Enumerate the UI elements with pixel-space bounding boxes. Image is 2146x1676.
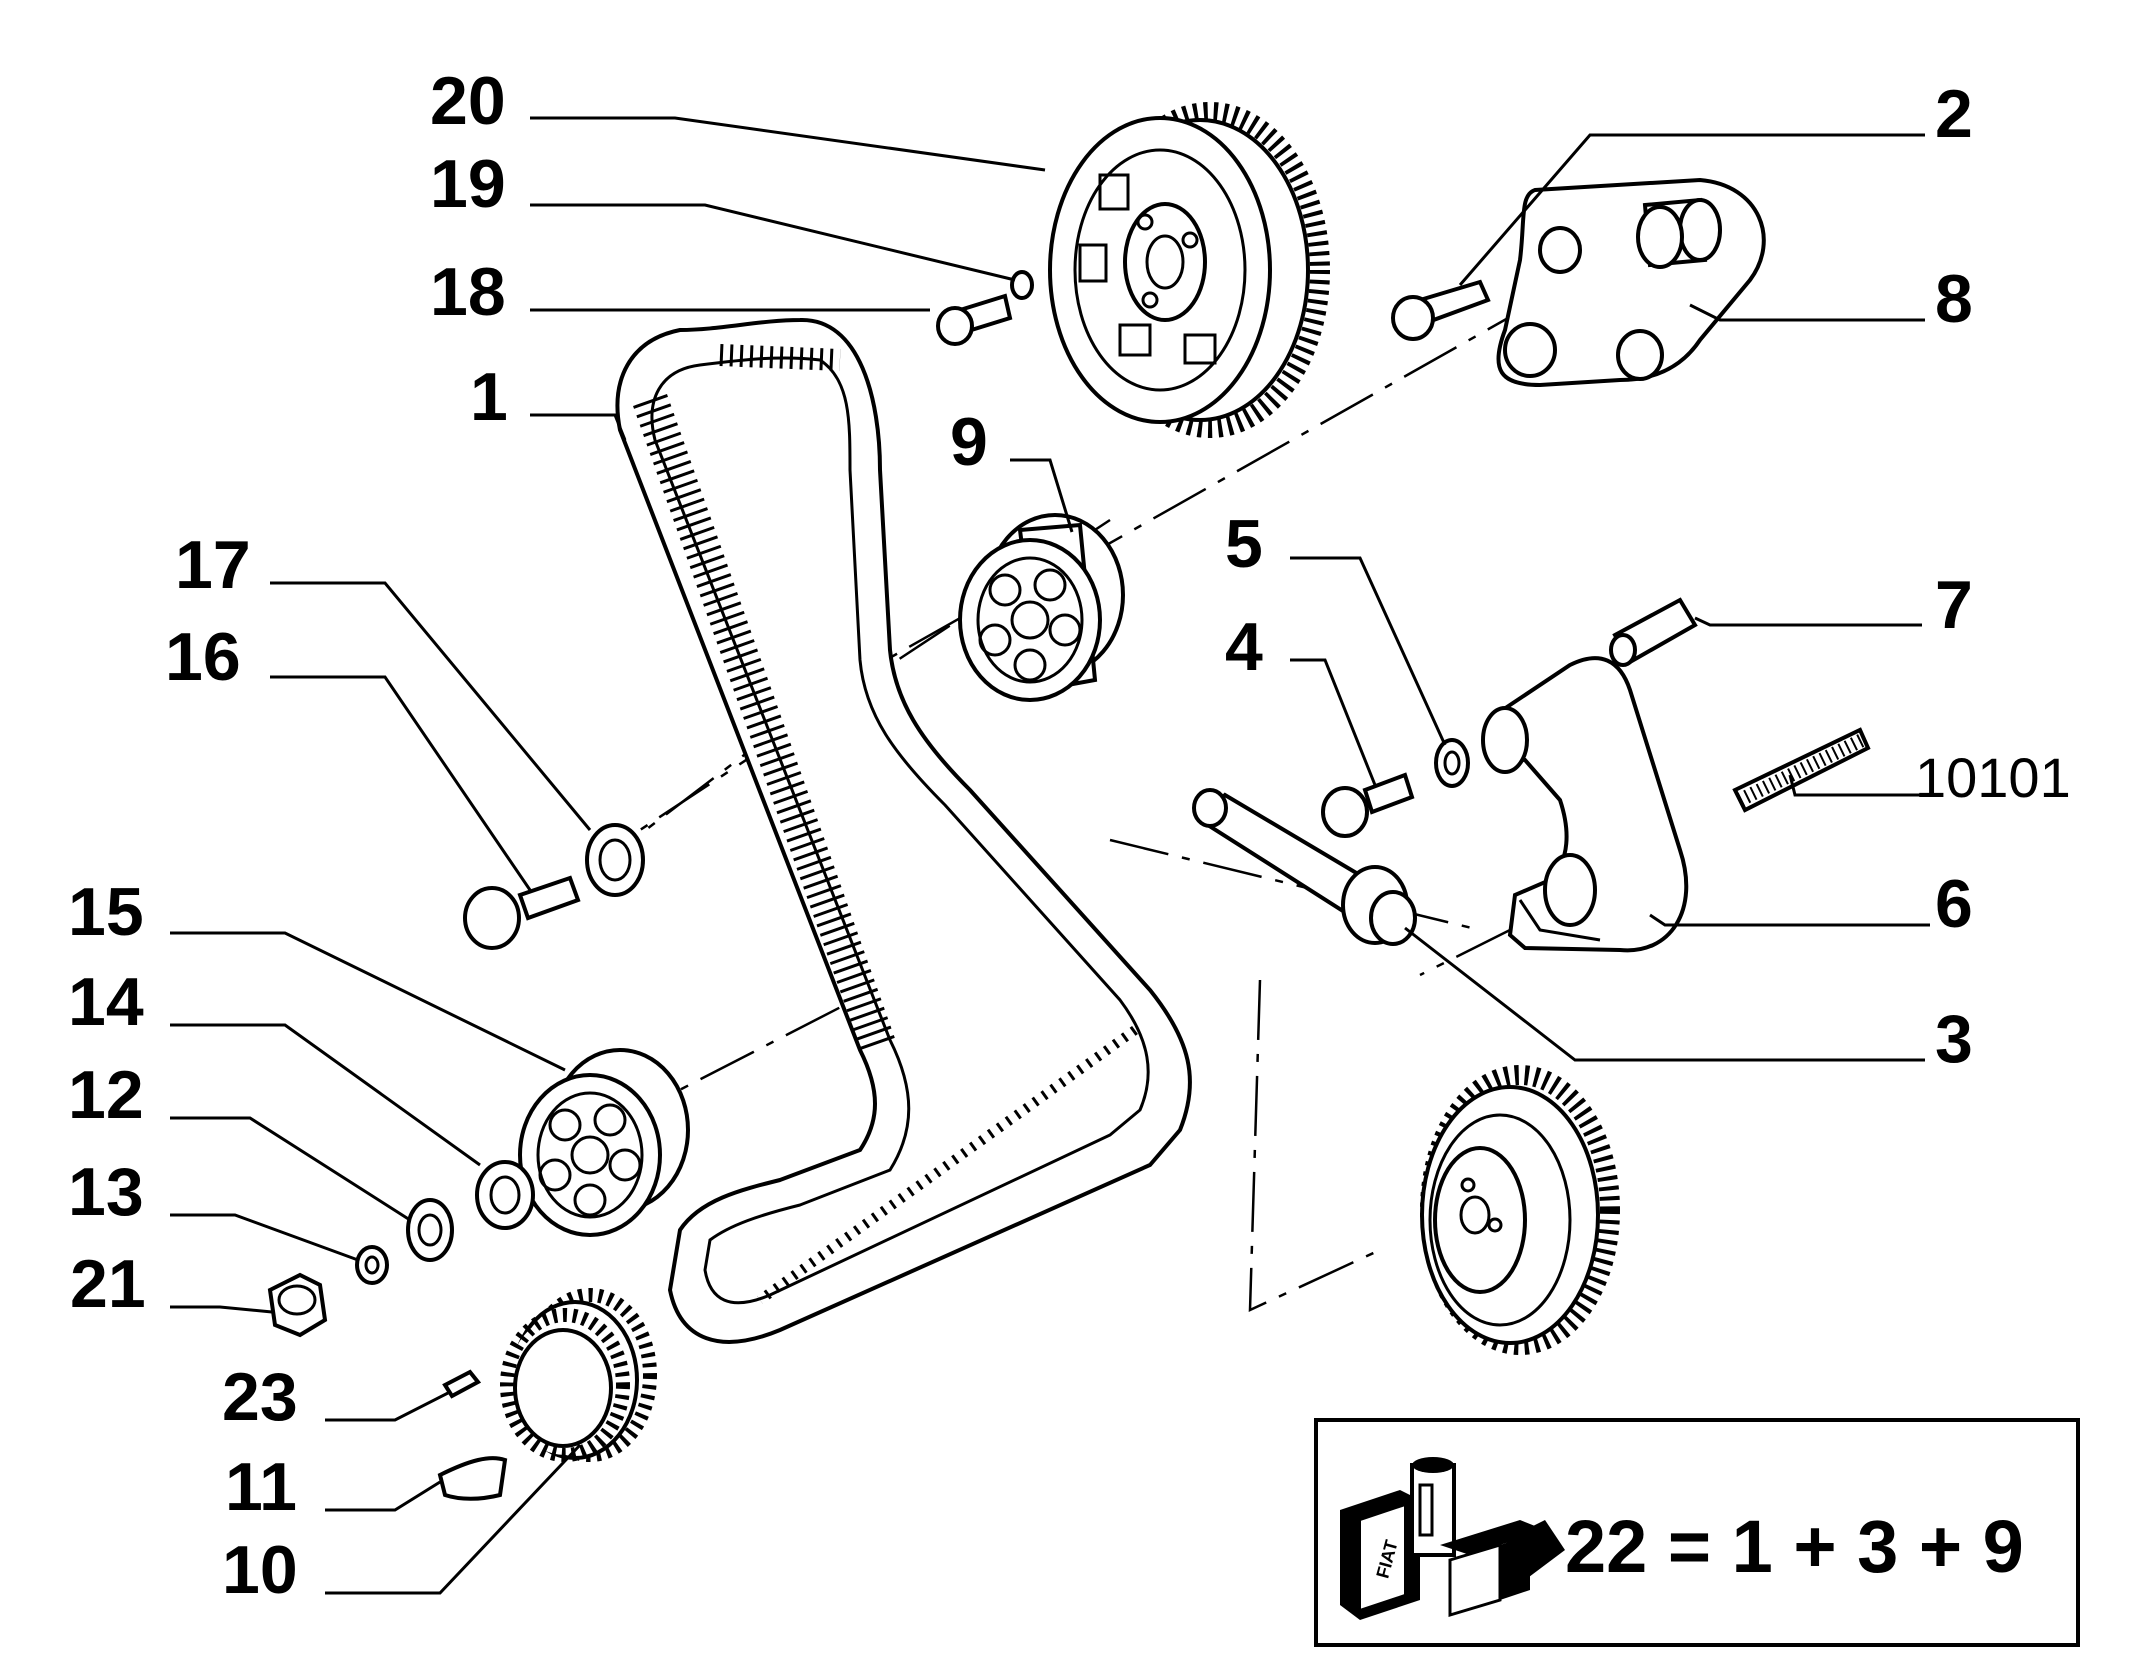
bolt-16 [463,875,581,950]
leader-lines [170,116,1930,1595]
spacer-14 [475,1160,535,1230]
callout-10101: 10101 [1915,746,2071,809]
callout-12: 12 [68,1057,144,1133]
callout-10: 10 [222,1532,298,1608]
callout-17: 17 [175,527,251,603]
callout-9: 9 [950,404,988,480]
pivot-pin-3 [1192,788,1417,946]
idler-roller-9 [958,513,1125,702]
washer-12 [406,1198,454,1262]
sleeve-7 [1609,597,1698,667]
woodruff-key-11 [437,1456,508,1501]
bolt-18 [936,293,1013,346]
callout-18: 18 [430,254,506,330]
callout-14: 14 [68,964,144,1040]
tensioner-bracket [1496,177,1766,388]
callout-3: 3 [1935,1001,1973,1077]
nut-21 [267,1272,328,1338]
bolt-2 [1391,279,1491,341]
callout-13: 13 [68,1154,144,1230]
injection-pump-gear [1420,1065,1620,1355]
tensioner-roller-15 [518,1048,690,1237]
callout-11: 11 [225,1449,297,1525]
tensioner-arm-6 [1481,656,1689,953]
callout-23: 23 [222,1359,298,1435]
washer-19 [1010,270,1034,300]
callout-1: 1 [470,359,508,435]
washer-5 [1434,738,1470,788]
callout-labels: 20 19 18 1 9 17 16 15 14 12 13 21 23 11 … [68,63,2071,1608]
kit-legend-box: FIAT 22 = 1 + 3 + 9 [1314,1418,2080,1647]
callout-20: 20 [430,63,506,139]
callout-15: 15 [68,874,144,950]
camshaft-pulley [1048,102,1330,438]
callout-5: 5 [1225,506,1263,582]
washer-13 [355,1245,389,1285]
callout-7: 7 [1935,567,1973,643]
callout-2: 2 [1935,76,1973,152]
bolt-4 [1321,772,1415,838]
washer-17 [585,823,645,897]
crankshaft-gear-10 [500,1288,657,1462]
callout-6: 6 [1935,866,1973,942]
pin-23 [442,1369,482,1399]
kit-boxes-icon: FIAT [1340,1457,1565,1620]
callout-19: 19 [430,146,506,222]
stud-10101 [1732,727,1871,813]
timing-belt [615,317,1192,1344]
callout-21: 21 [70,1246,146,1322]
callout-4: 4 [1225,609,1263,685]
callout-8: 8 [1935,261,1973,337]
kit-equation: 22 = 1 + 3 + 9 [1565,1505,2024,1588]
callout-16: 16 [165,619,241,695]
